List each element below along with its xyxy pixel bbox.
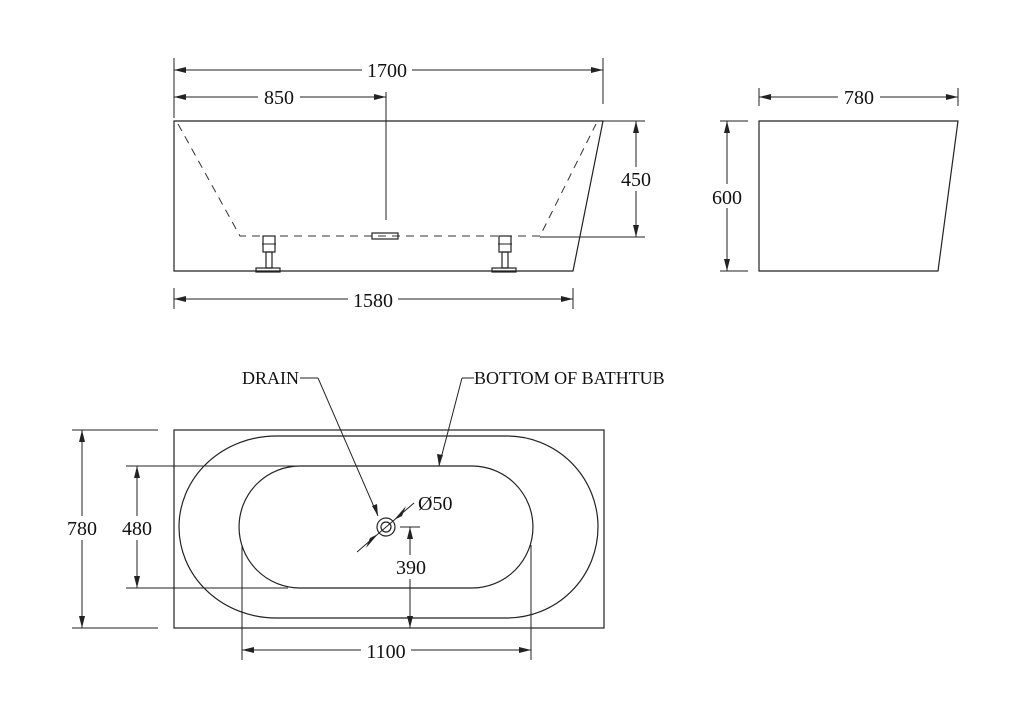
drain-diameter-label: Ø50 xyxy=(418,493,452,515)
side-width-label: 780 xyxy=(844,87,874,109)
drain-callout: DRAIN xyxy=(242,368,379,517)
dimension-850: 850 xyxy=(174,86,386,109)
dimension-side-600: 600 xyxy=(705,120,749,272)
bottom-width-label: 480 xyxy=(122,518,152,540)
front-view-basin-dashed xyxy=(177,123,597,237)
dimension-1100: 1100 xyxy=(241,545,532,663)
side-height-label: 600 xyxy=(712,187,742,209)
bottom-length-label: 1100 xyxy=(366,641,405,663)
plan-bathtub-bottom xyxy=(238,465,534,589)
plan-inner-rim xyxy=(178,435,599,619)
dimension-390: 390 xyxy=(389,526,433,628)
plan-width-label: 780 xyxy=(67,518,97,540)
plan-view: DRAIN BOTTOM OF BATHTUB Ø50 390 xyxy=(60,368,665,663)
side-view-outline xyxy=(758,120,959,272)
bottom-callout: BOTTOM OF BATHTUB xyxy=(437,368,665,467)
drain-position-label: 390 xyxy=(396,557,426,579)
drain-label: DRAIN xyxy=(242,368,299,388)
front-height-label: 450 xyxy=(621,169,651,191)
front-view-drain-fitting xyxy=(371,232,399,240)
dimension-plan-780: 780 xyxy=(60,429,158,629)
side-view: 780 600 xyxy=(705,86,959,272)
front-base-length-label: 1580 xyxy=(353,290,393,312)
front-view-outline xyxy=(173,120,604,272)
front-view: 1700 850 450 1580 xyxy=(173,58,658,312)
plan-drain xyxy=(356,502,415,553)
dimension-side-780: 780 xyxy=(758,86,959,109)
bottom-of-bathtub-label: BOTTOM OF BATHTUB xyxy=(474,368,665,388)
plan-outer-rim xyxy=(173,429,605,629)
front-view-left-foot xyxy=(255,235,281,273)
dimension-450: 450 xyxy=(614,121,658,237)
front-drain-offset-label: 850 xyxy=(264,87,294,109)
dimension-1580: 1580 xyxy=(173,288,574,312)
front-view-right-foot xyxy=(491,235,517,273)
front-overall-length-label: 1700 xyxy=(367,60,407,82)
dimension-1700: 1700 xyxy=(173,58,604,118)
dimension-480: 480 xyxy=(115,465,300,589)
